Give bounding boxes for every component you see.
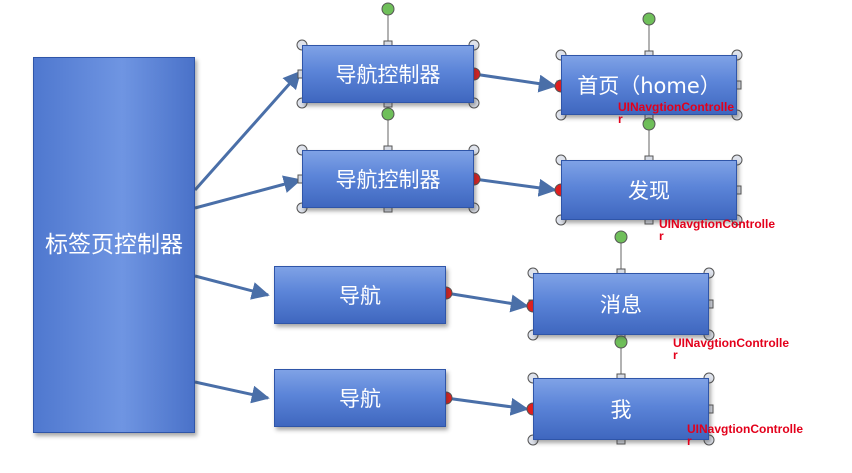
rotate-handle[interactable] bbox=[614, 230, 628, 244]
rotate-handle[interactable] bbox=[381, 107, 395, 121]
connector-arrow bbox=[194, 380, 270, 404]
rotate-handle[interactable] bbox=[642, 117, 656, 131]
tab-bar-controller-label: 标签页控制器 bbox=[45, 232, 183, 258]
child-page-label: 发现 bbox=[628, 179, 670, 203]
connector-arrow bbox=[445, 291, 529, 313]
nav-controller-box-3[interactable]: 导航 bbox=[274, 266, 446, 324]
connector-arrow bbox=[473, 72, 557, 93]
nav-controller-box-1[interactable]: 导航控制器 bbox=[302, 45, 474, 103]
note-tail: r bbox=[618, 112, 623, 126]
note-text: UINavgtionControlle bbox=[618, 100, 734, 114]
connector-arrow bbox=[193, 70, 302, 191]
nav-controller-box-4[interactable]: 导航 bbox=[274, 369, 446, 427]
connector-arrow bbox=[194, 175, 302, 210]
note-text: UINavgtionControlle bbox=[687, 422, 803, 436]
note-tail: r bbox=[673, 348, 678, 362]
tab-bar-controller-box[interactable]: 标签页控制器 bbox=[33, 57, 195, 433]
nav-controller-label: 导航控制器 bbox=[335, 63, 441, 87]
discover-page-box[interactable]: 发现 bbox=[561, 160, 737, 220]
note-tail: r bbox=[659, 229, 664, 243]
me-page-box[interactable]: 我 bbox=[533, 378, 709, 440]
navigation-controller-note-2: UINavgtionControlle r bbox=[659, 218, 775, 242]
child-page-label: 消息 bbox=[600, 293, 642, 317]
note-text: UINavgtionControlle bbox=[659, 217, 775, 231]
navigation-controller-note-1: UINavgtionControlle r bbox=[618, 101, 734, 125]
nav-controller-label: 导航 bbox=[339, 387, 381, 411]
child-page-label: 我 bbox=[610, 398, 632, 422]
rotate-handle[interactable] bbox=[642, 12, 656, 26]
rotate-handle[interactable] bbox=[614, 335, 628, 349]
nav-controller-label: 导航 bbox=[339, 284, 381, 308]
connector-arrow bbox=[445, 396, 529, 416]
navigation-controller-note-4: UINavgtionControlle r bbox=[687, 423, 803, 447]
navigation-controller-note-3: UINavgtionControlle r bbox=[673, 337, 789, 361]
rotate-handle[interactable] bbox=[381, 2, 395, 16]
home-page-box[interactable]: 首页（home） bbox=[561, 55, 737, 115]
note-text: UINavgtionControlle bbox=[673, 336, 789, 350]
nav-controller-box-2[interactable]: 导航控制器 bbox=[302, 150, 474, 208]
connector-arrow bbox=[473, 177, 557, 197]
child-page-label: 首页（home） bbox=[577, 74, 721, 98]
connector-arrow bbox=[194, 274, 270, 300]
connector-layer bbox=[193, 70, 557, 416]
messages-page-box[interactable]: 消息 bbox=[533, 273, 709, 335]
note-tail: r bbox=[687, 434, 692, 448]
nav-controller-label: 导航控制器 bbox=[335, 168, 441, 192]
